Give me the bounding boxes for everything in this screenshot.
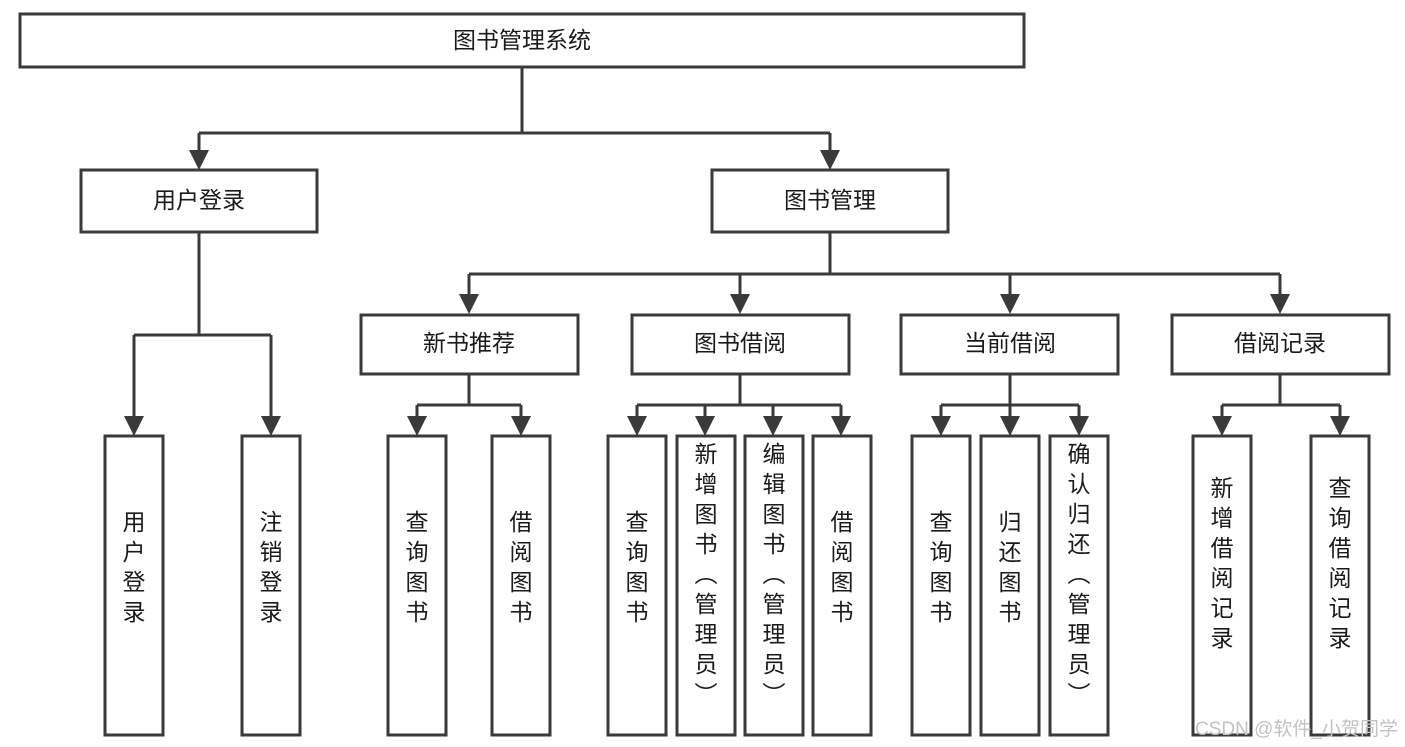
node-leaf-borrow-book-1[interactable]: 借阅图书 <box>490 434 552 737</box>
node-leaf-edit-book[interactable]: 编辑图书︵管理员︶ <box>743 434 805 737</box>
node-leaf-add-record[interactable]: 新增借阅记录 <box>1191 434 1253 737</box>
node-user-login[interactable]: 用户登录 <box>79 168 319 234</box>
node-leaf-confirm-return[interactable]: 确认归还︵管理员︶ <box>1048 434 1110 737</box>
arrow-head-borrow-book-1 <box>511 416 531 436</box>
node-leaf-return-book-box[interactable] <box>979 434 1041 737</box>
node-book-manage-label: 图书管理 <box>784 187 876 213</box>
node-leaf-logout-box[interactable] <box>240 434 302 737</box>
node-leaf-borrow-book-1-box[interactable] <box>490 434 552 737</box>
arrow-head-borrowrecord <box>1270 294 1290 314</box>
node-book-borrow-label: 图书借阅 <box>694 330 786 356</box>
node-user-login-label: 用户登录 <box>153 187 245 213</box>
node-root[interactable]: 图书管理系统 <box>18 12 1026 69</box>
node-leaf-edit-book-label: 编辑图书︵管理员︶ <box>763 441 786 707</box>
node-book-borrow[interactable]: 图书借阅 <box>630 313 851 376</box>
arrow-head-bookborrow <box>730 294 750 314</box>
node-book-manage[interactable]: 图书管理 <box>710 168 950 234</box>
connector-layer <box>124 67 1350 436</box>
arrow-head-newbook <box>459 294 479 314</box>
node-new-book-rec-label: 新书推荐 <box>423 330 515 356</box>
arrow-head-add-book <box>695 416 715 436</box>
node-leaf-query-record-box[interactable] <box>1309 434 1371 737</box>
node-leaf-confirm-return-label: 确认归还︵管理员︶ <box>1068 441 1091 707</box>
arrow-head-query-book-2 <box>627 416 647 436</box>
node-leaf-add-record-label: 新增借阅记录 <box>1211 475 1234 651</box>
node-leaf-query-record-label: 查询借阅记录 <box>1329 475 1352 651</box>
node-new-book-rec[interactable]: 新书推荐 <box>359 313 580 376</box>
arrow-head-query-book-1 <box>407 416 427 436</box>
node-leaf-query-book-1[interactable]: 查询图书 <box>386 434 448 737</box>
arrow-head-currentborrow <box>1000 294 1020 314</box>
node-leaf-add-book-label: 新增图书︵管理员︶ <box>695 441 718 707</box>
node-current-borrow-label: 当前借阅 <box>964 330 1056 356</box>
node-leaf-query-book-3-box[interactable] <box>910 434 972 737</box>
node-borrow-record-box[interactable] <box>1170 313 1391 376</box>
node-leaf-user-login-box[interactable] <box>103 434 165 737</box>
node-leaf-confirm-return-box[interactable] <box>1048 434 1110 737</box>
node-leaf-query-book-3-label: 查询图书 <box>930 509 953 625</box>
arrow-head-return-book <box>1000 416 1020 436</box>
arrow-head-borrow-book-2 <box>831 416 851 436</box>
watermark-label: CSDN @软件_小贺同学 <box>1195 718 1398 740</box>
node-leaf-add-book[interactable]: 新增图书︵管理员︶ <box>675 434 737 737</box>
node-root-label: 图书管理系统 <box>453 27 591 53</box>
node-leaf-logout[interactable]: 注销登录 <box>240 434 302 737</box>
node-leaf-query-record[interactable]: 查询借阅记录 <box>1309 434 1371 737</box>
arrow-head-leaf-logout <box>261 416 281 436</box>
arrow-head-confirm-return <box>1069 416 1089 436</box>
node-leaf-query-book-2[interactable]: 查询图书 <box>606 434 668 737</box>
node-leaf-logout-label: 注销登录 <box>260 509 283 625</box>
node-leaf-user-login[interactable]: 用户登录 <box>103 434 165 737</box>
node-leaf-borrow-book-2[interactable]: 借阅图书 <box>811 434 873 737</box>
node-current-borrow[interactable]: 当前借阅 <box>899 313 1120 376</box>
node-leaf-query-book-1-label: 查询图书 <box>406 509 429 625</box>
arrow-head-leaf-user-login <box>124 416 144 436</box>
node-current-borrow-box[interactable] <box>899 313 1120 376</box>
node-leaf-user-login-label: 用户登录 <box>123 509 146 625</box>
node-leaf-borrow-book-2-label: 借阅图书 <box>831 509 854 625</box>
node-leaf-query-book-2-label: 查询图书 <box>626 509 649 625</box>
arrow-head-query-book-3 <box>931 416 951 436</box>
arrow-head-query-record <box>1330 416 1350 436</box>
node-leaf-borrow-book-2-box[interactable] <box>811 434 873 737</box>
node-leaf-add-record-box[interactable] <box>1191 434 1253 737</box>
node-book-manage-box[interactable] <box>710 168 950 234</box>
node-borrow-record-label: 借阅记录 <box>1234 330 1326 356</box>
node-book-borrow-box[interactable] <box>630 313 851 376</box>
arrow-head-userlogin <box>189 150 209 170</box>
node-root-box[interactable] <box>18 12 1026 69</box>
node-user-login-box[interactable] <box>79 168 319 234</box>
arrow-head-edit-book <box>763 416 783 436</box>
node-leaf-query-book-1-box[interactable] <box>386 434 448 737</box>
arrow-head-bookmanage <box>820 150 840 170</box>
node-new-book-rec-box[interactable] <box>359 313 580 376</box>
node-leaf-add-book-box[interactable] <box>675 434 737 737</box>
arrow-head-add-record <box>1212 416 1232 436</box>
node-borrow-record[interactable]: 借阅记录 <box>1170 313 1391 376</box>
node-leaf-query-book-3[interactable]: 查询图书 <box>910 434 972 737</box>
node-leaf-return-book-label: 归还图书 <box>999 509 1022 625</box>
node-leaf-edit-book-box[interactable] <box>743 434 805 737</box>
node-leaf-return-book[interactable]: 归还图书 <box>979 434 1041 737</box>
node-leaf-borrow-book-1-label: 借阅图书 <box>510 509 533 625</box>
node-leaf-query-book-2-box[interactable] <box>606 434 668 737</box>
